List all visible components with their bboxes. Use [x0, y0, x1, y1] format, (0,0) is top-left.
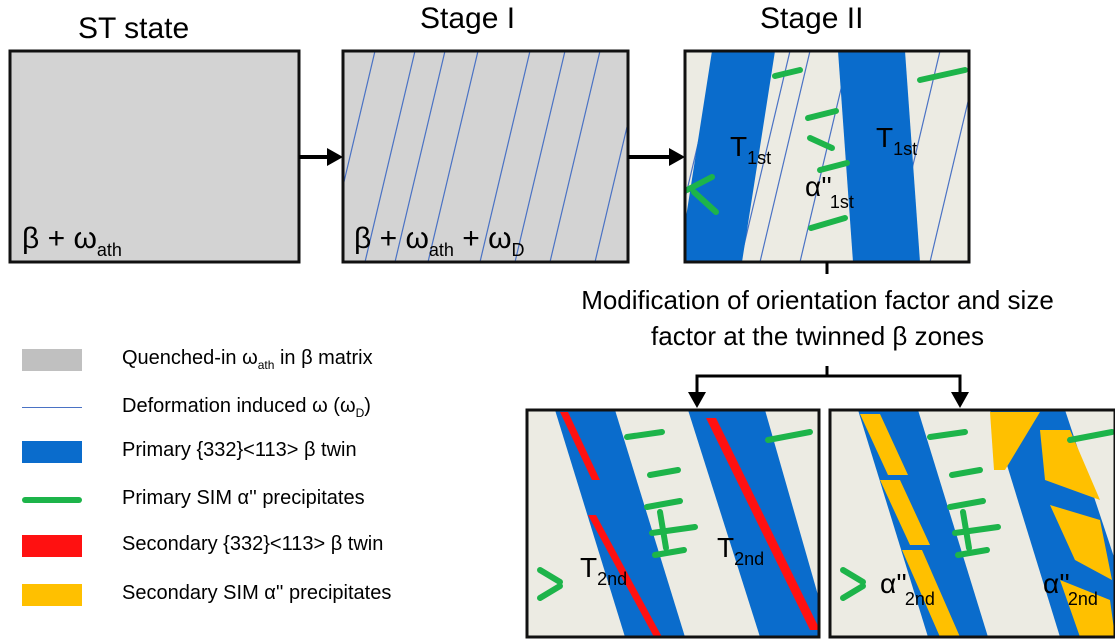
header-stage-2: Stage II — [760, 2, 864, 35]
st-state-matrix — [8, 49, 301, 264]
legend-swatch-yellow-box — [22, 584, 82, 606]
arrow-st-to-stage1 — [299, 148, 343, 166]
legend-label: Deformation induced ω (ωD) — [122, 395, 371, 420]
arrow-stage1-to-stage2 — [628, 148, 685, 166]
stage2-twin-label-2: T1st — [876, 122, 917, 159]
modification-caption: Modification of orientation factor and s… — [520, 282, 1115, 354]
legend-swatch-thin-line — [22, 407, 82, 408]
caption-line-1: Modification of orientation factor and s… — [581, 285, 1054, 315]
legend-label: Secondary {332}<113> β twin — [122, 533, 384, 555]
stage2-alpha-label: α''1st — [805, 171, 854, 212]
branch-arrowhead-right — [951, 392, 969, 408]
stage1-panel — [341, 49, 630, 264]
header-stage-1: Stage I — [420, 2, 516, 35]
legend-label: Primary SIM α'' precipitates — [122, 487, 365, 509]
st-state-phase-label: β + ωath — [22, 222, 122, 260]
bl-twin-label-1: T2nd — [580, 552, 627, 589]
branch-arrowhead-left — [688, 392, 706, 408]
bottom-right-panel — [828, 408, 1115, 639]
caption-line-2: factor at the twinned β zones — [651, 321, 984, 351]
br-secondary-alpha — [860, 412, 1115, 637]
legend-label: Quenched-in ωath in β matrix — [122, 347, 373, 372]
legend-label: Secondary SIM α'' precipitates — [122, 582, 392, 604]
bl-secondary-twins — [560, 412, 819, 637]
stage2-primary-twin-2 — [838, 51, 920, 262]
br-alpha-precipitates — [840, 429, 1115, 601]
bl-twin-label-2: T2nd — [717, 532, 764, 569]
legend-swatch-blue-box — [22, 441, 82, 463]
legend-label: Primary {332}<113> β twin — [122, 439, 357, 461]
legend-swatch-red-box — [22, 535, 82, 557]
bl-alpha-precipitates — [537, 429, 813, 601]
br-alpha-label-2: α''2nd — [1043, 568, 1098, 609]
stage1-phase-label: β + ωath + ωD — [354, 222, 525, 260]
stage2-panel — [683, 49, 971, 264]
stage2-twin-label-1: T1st — [730, 131, 771, 168]
st-state-panel — [8, 49, 301, 264]
br-alpha-label-1: α''2nd — [880, 568, 935, 609]
legend-swatch-gray-box — [22, 349, 82, 371]
stage2-primary-twin-1 — [685, 51, 775, 262]
branch-connector — [695, 262, 962, 396]
legend-swatch-green-bar — [22, 497, 82, 503]
stage1-omega-d-lines — [343, 51, 628, 262]
bottom-left-panel — [525, 408, 821, 639]
stage2-alpha-precipitates — [685, 67, 968, 231]
header-st-state: ST state — [78, 12, 190, 45]
